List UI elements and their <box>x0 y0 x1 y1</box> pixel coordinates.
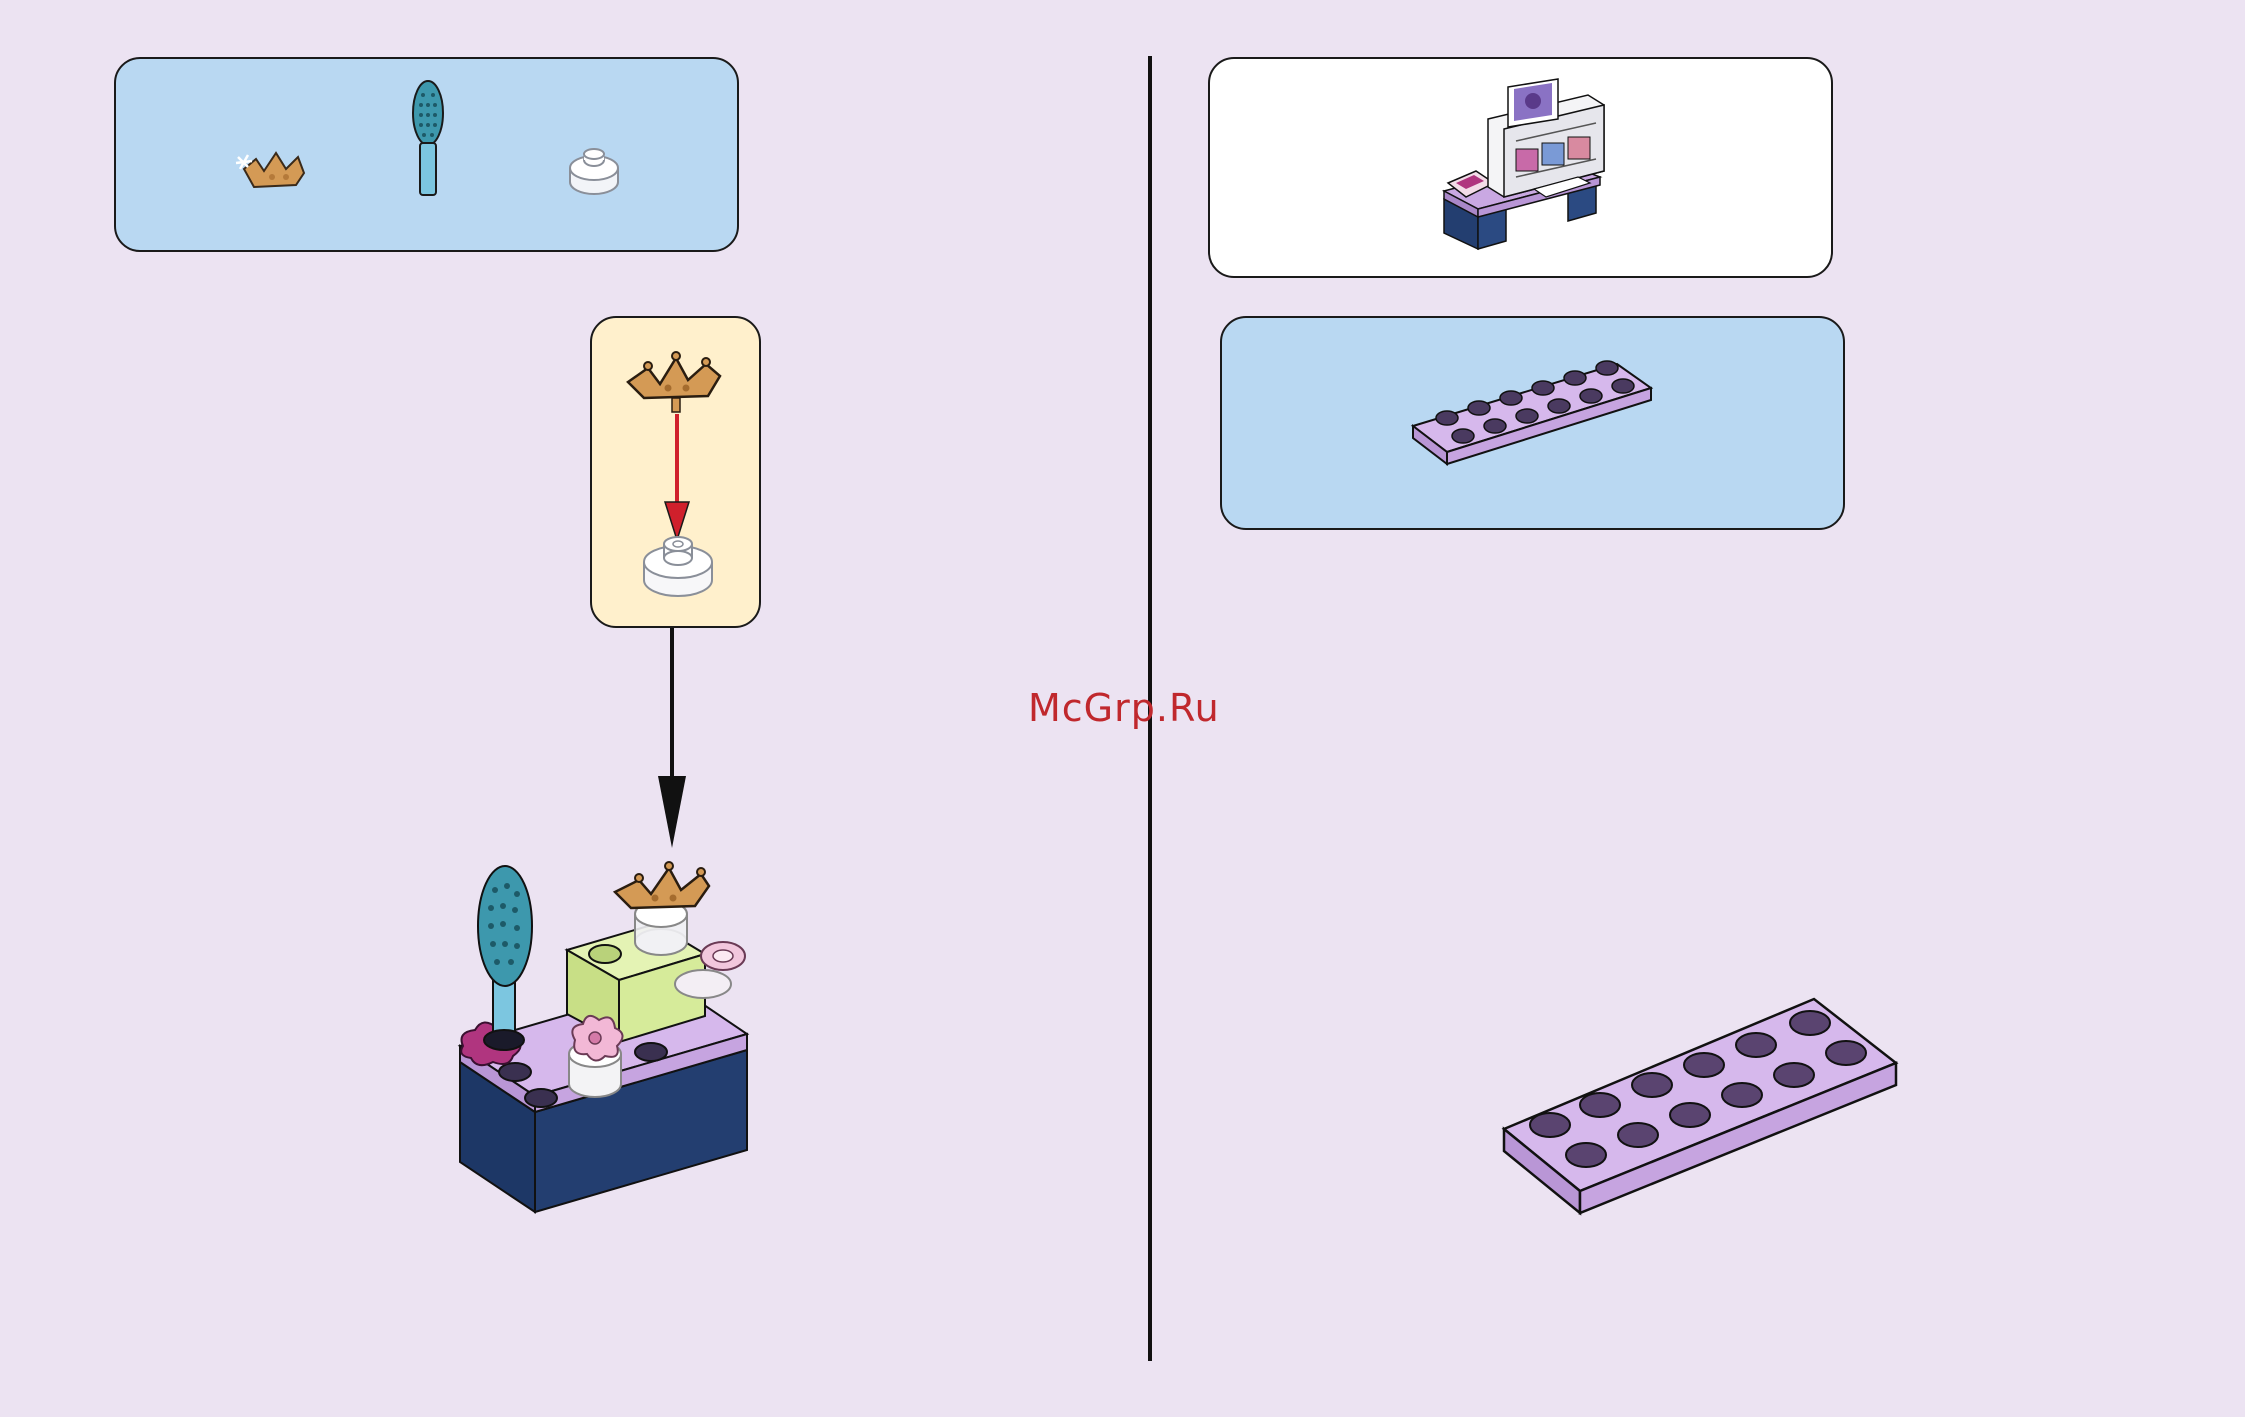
parts-list-panel-right <box>1220 316 1845 530</box>
crown-piece-icon <box>236 139 316 199</box>
watermark-text: McGrp.Ru <box>1028 686 1228 730</box>
lavender-plate-2x6-piece-icon <box>1407 338 1667 478</box>
attach-arrow-icon <box>662 414 692 544</box>
transparent-round-plate-piece-icon <box>638 526 718 606</box>
lavender-plate-2x6-model <box>1500 995 1900 1220</box>
vanity-desk-preview-model <box>1438 79 1608 259</box>
vanity-assembly-model <box>455 850 755 1220</box>
crown-piece-icon <box>622 346 732 416</box>
finished-model-preview-panel <box>1208 57 1833 278</box>
transparent-round-plate-piece-icon <box>566 144 622 200</box>
step-arrow-icon <box>655 628 689 850</box>
hairbrush-piece-icon <box>408 79 448 199</box>
parts-list-panel-left <box>114 57 739 252</box>
sub-assembly-panel <box>590 316 761 628</box>
